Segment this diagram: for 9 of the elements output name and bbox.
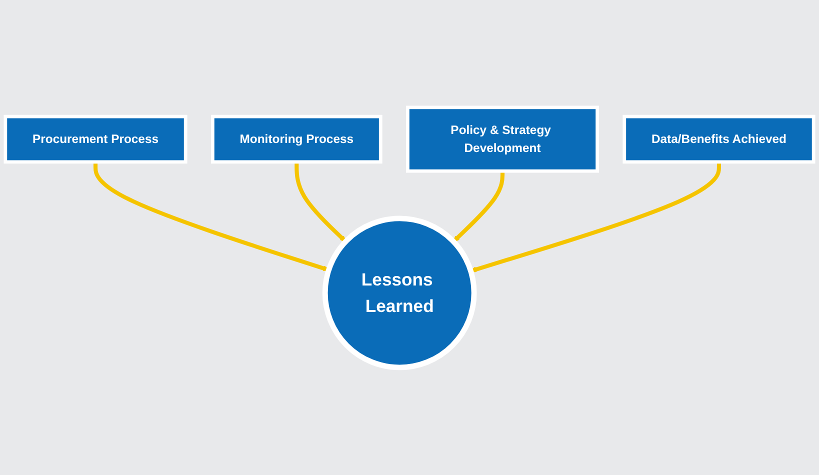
arrow <box>453 171 505 242</box>
node-box: Data/Benefits Achieved <box>622 114 816 164</box>
node-circle: Lessons Learned <box>322 216 477 370</box>
node-box: Monitoring Process <box>211 114 382 164</box>
arrow <box>93 162 329 272</box>
node-box: Policy & Strategy Development <box>406 106 599 173</box>
arrow <box>294 162 346 242</box>
node-box: Procurement Process <box>4 114 188 164</box>
arrow <box>470 162 722 272</box>
